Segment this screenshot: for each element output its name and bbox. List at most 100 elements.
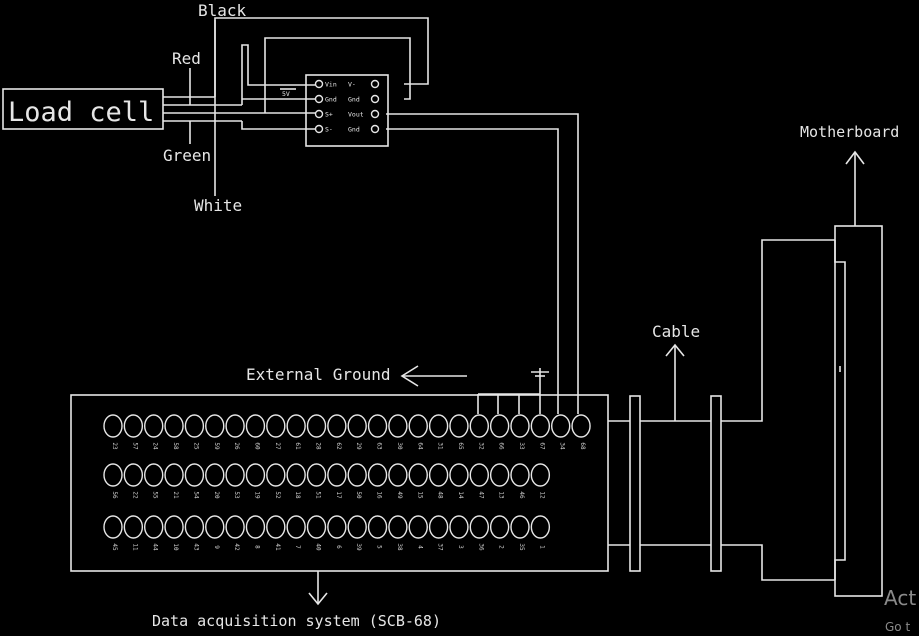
connector-pin [530, 515, 551, 539]
white-label: White [194, 196, 242, 215]
connector-pin-number: 33 [518, 442, 525, 450]
connector-pin-number: 19 [253, 491, 260, 499]
connector-pin-number: 63 [376, 442, 383, 450]
connector-pin [164, 414, 184, 438]
connector-pin [347, 414, 367, 438]
cable-label: Cable [652, 322, 700, 341]
connector-pin [530, 463, 551, 487]
connector-pin [205, 414, 225, 438]
connector-pin [286, 414, 306, 438]
connector-pin [408, 515, 428, 539]
connector-pin [245, 414, 266, 438]
connector-pin [510, 463, 530, 487]
amp-right-pin-label: Gnd [348, 126, 360, 134]
connector-pin [225, 463, 245, 487]
connector-pin-number: 23 [111, 442, 118, 450]
connector-pin [306, 463, 327, 487]
connector-pin [489, 463, 510, 487]
amp-left-pin-label: S- [325, 126, 333, 134]
supply-label: 5V [282, 90, 290, 98]
connector-pin-number: 35 [518, 543, 525, 551]
wire-route-red [241, 44, 316, 105]
amp-right-pin [370, 109, 380, 119]
connector-pin [408, 414, 428, 438]
activate-windows-watermark: Act [884, 586, 917, 610]
connector-pin-number: 8 [253, 545, 260, 549]
connector-pin-number: 27 [274, 442, 281, 450]
connector-pin-number: 65 [457, 442, 464, 450]
connector-pin [123, 414, 144, 438]
connector-pin [347, 463, 367, 487]
motherboard-link-bottom [721, 544, 835, 581]
connector-pin-number: 15 [416, 491, 423, 499]
motherboard-label: Motherboard [800, 123, 899, 141]
connector-pin-number: 47 [477, 491, 484, 499]
connector-pin [245, 515, 266, 539]
connector-pin-number: 10 [172, 543, 179, 551]
connector-pin [266, 463, 286, 487]
connector-pin-number: 59 [213, 442, 220, 450]
connector-pin-number: 61 [294, 442, 301, 450]
amplifier-module [305, 74, 389, 147]
connector-pin-number: 41 [274, 543, 281, 551]
connector-pin-number: 11 [131, 543, 138, 551]
daq-board [70, 394, 609, 572]
connector-pin [571, 414, 591, 438]
connector-pin [449, 515, 469, 539]
connector-pin [143, 463, 164, 487]
connector-pin [103, 414, 123, 438]
connector-pin-number: 52 [274, 491, 281, 499]
connector-pin-number: 9 [213, 545, 220, 549]
connector-pin [286, 515, 306, 539]
connector-pin [510, 414, 530, 438]
connector-pin [123, 515, 144, 539]
connector-pin [225, 414, 245, 438]
connector-pin-number: 14 [457, 491, 464, 499]
connector-pin-number: 31 [437, 442, 444, 450]
amp-left-pin [314, 124, 324, 134]
connector-pin-number: 4 [416, 545, 423, 549]
connector-pin-number: 48 [437, 491, 444, 499]
connector-pin [103, 463, 123, 487]
motherboard-arrow-head [845, 150, 865, 165]
wire-route-white [241, 121, 316, 130]
connector-pin-number: 20 [213, 491, 220, 499]
amp-right-pin-label: Vout [348, 111, 364, 119]
connector-pin-number: 67 [538, 442, 545, 450]
connector-pin-number: 40 [315, 543, 322, 551]
connector-pin-number: 50 [355, 491, 362, 499]
connector-pin-number: 57 [131, 442, 138, 450]
connector-pin-number: 21 [172, 491, 179, 499]
connector-pin-number: 46 [518, 491, 525, 499]
wire-route-green [264, 37, 411, 113]
connector-pin-number: 37 [437, 543, 444, 551]
connector-pin-number: 2 [498, 545, 505, 549]
connector-pin [489, 515, 510, 539]
connector-pin-number: 64 [416, 442, 423, 450]
connector-pin [225, 515, 245, 539]
connector-pin [164, 463, 184, 487]
connector-pin-number: 38 [396, 543, 403, 551]
motherboard-link-top [721, 239, 835, 422]
connector-pin [205, 463, 225, 487]
connector-pin [306, 515, 327, 539]
connector-pin-number: 60 [253, 442, 260, 450]
connector-pin [449, 414, 469, 438]
connector-pin-number: 32 [477, 442, 484, 450]
connector-pin-number: 24 [152, 442, 159, 450]
connector-pin [266, 414, 286, 438]
connector-pin [123, 463, 144, 487]
amp-right-pin [370, 124, 380, 134]
connector-pin-number: 3 [457, 545, 464, 549]
connector-pin-number: 44 [152, 543, 159, 551]
amp-left-pin [314, 94, 324, 104]
connector-pin [449, 463, 469, 487]
connector-pin [388, 515, 408, 539]
connector-pin-number: 58 [172, 442, 179, 450]
connector-pin-number: 53 [233, 491, 240, 499]
connector-pin [327, 463, 347, 487]
connector-pin-number: 30 [396, 442, 403, 450]
connector-pin [103, 515, 123, 539]
